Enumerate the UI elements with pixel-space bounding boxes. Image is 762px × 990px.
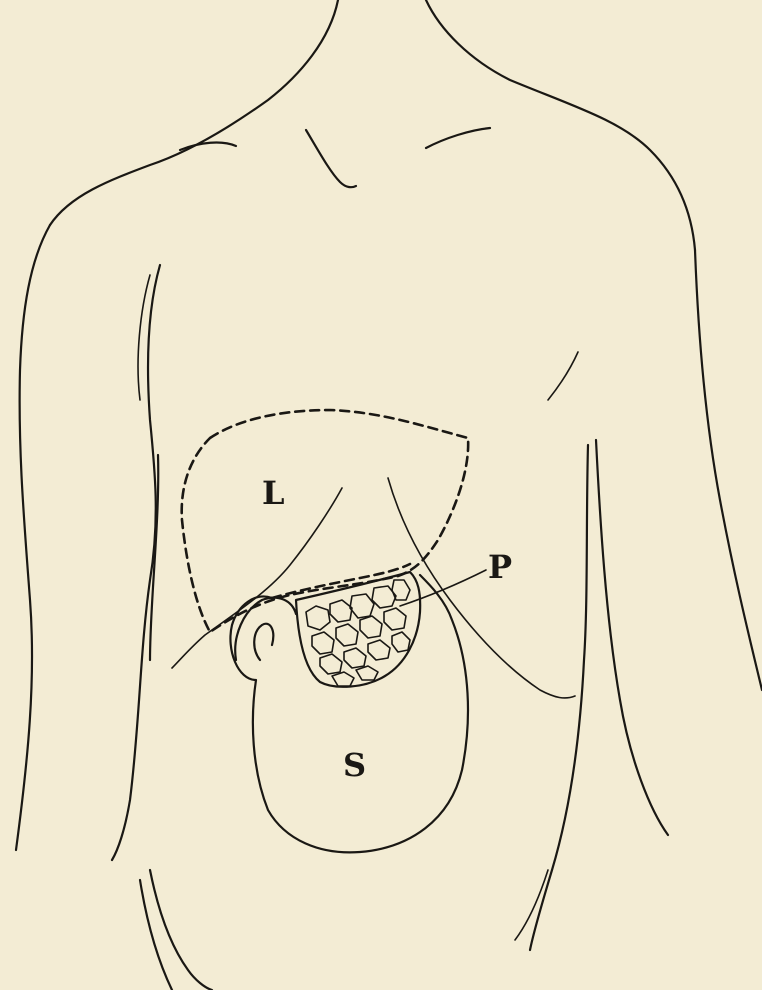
costal-margin-left bbox=[172, 488, 342, 668]
left-arm-inner bbox=[112, 265, 160, 860]
left-arm-crease bbox=[150, 455, 158, 660]
left-hip bbox=[150, 870, 212, 990]
pancreas-top-dashes bbox=[272, 564, 410, 598]
right-neck-line bbox=[426, 0, 695, 250]
sternal-notch bbox=[306, 130, 356, 187]
pancreas-label: P bbox=[488, 548, 512, 586]
left-arm-outer bbox=[16, 225, 50, 850]
costal-margin-right bbox=[388, 478, 575, 698]
stomach-inner-curve bbox=[254, 624, 273, 660]
right-arm-outer bbox=[695, 250, 762, 690]
right-hip-fold bbox=[515, 870, 548, 940]
right-pectoral-line bbox=[548, 352, 578, 400]
liver-outline bbox=[182, 410, 468, 632]
stomach bbox=[230, 575, 468, 852]
right-clavicle bbox=[426, 128, 490, 148]
stomach-label: S bbox=[343, 746, 366, 784]
torso-outline bbox=[16, 0, 762, 990]
liver-label: L bbox=[262, 474, 285, 512]
pancreas bbox=[272, 564, 420, 687]
right-arm-inner bbox=[596, 440, 668, 835]
liver bbox=[182, 410, 468, 632]
stomach-outline bbox=[230, 575, 468, 852]
left-neck-line bbox=[50, 0, 338, 225]
